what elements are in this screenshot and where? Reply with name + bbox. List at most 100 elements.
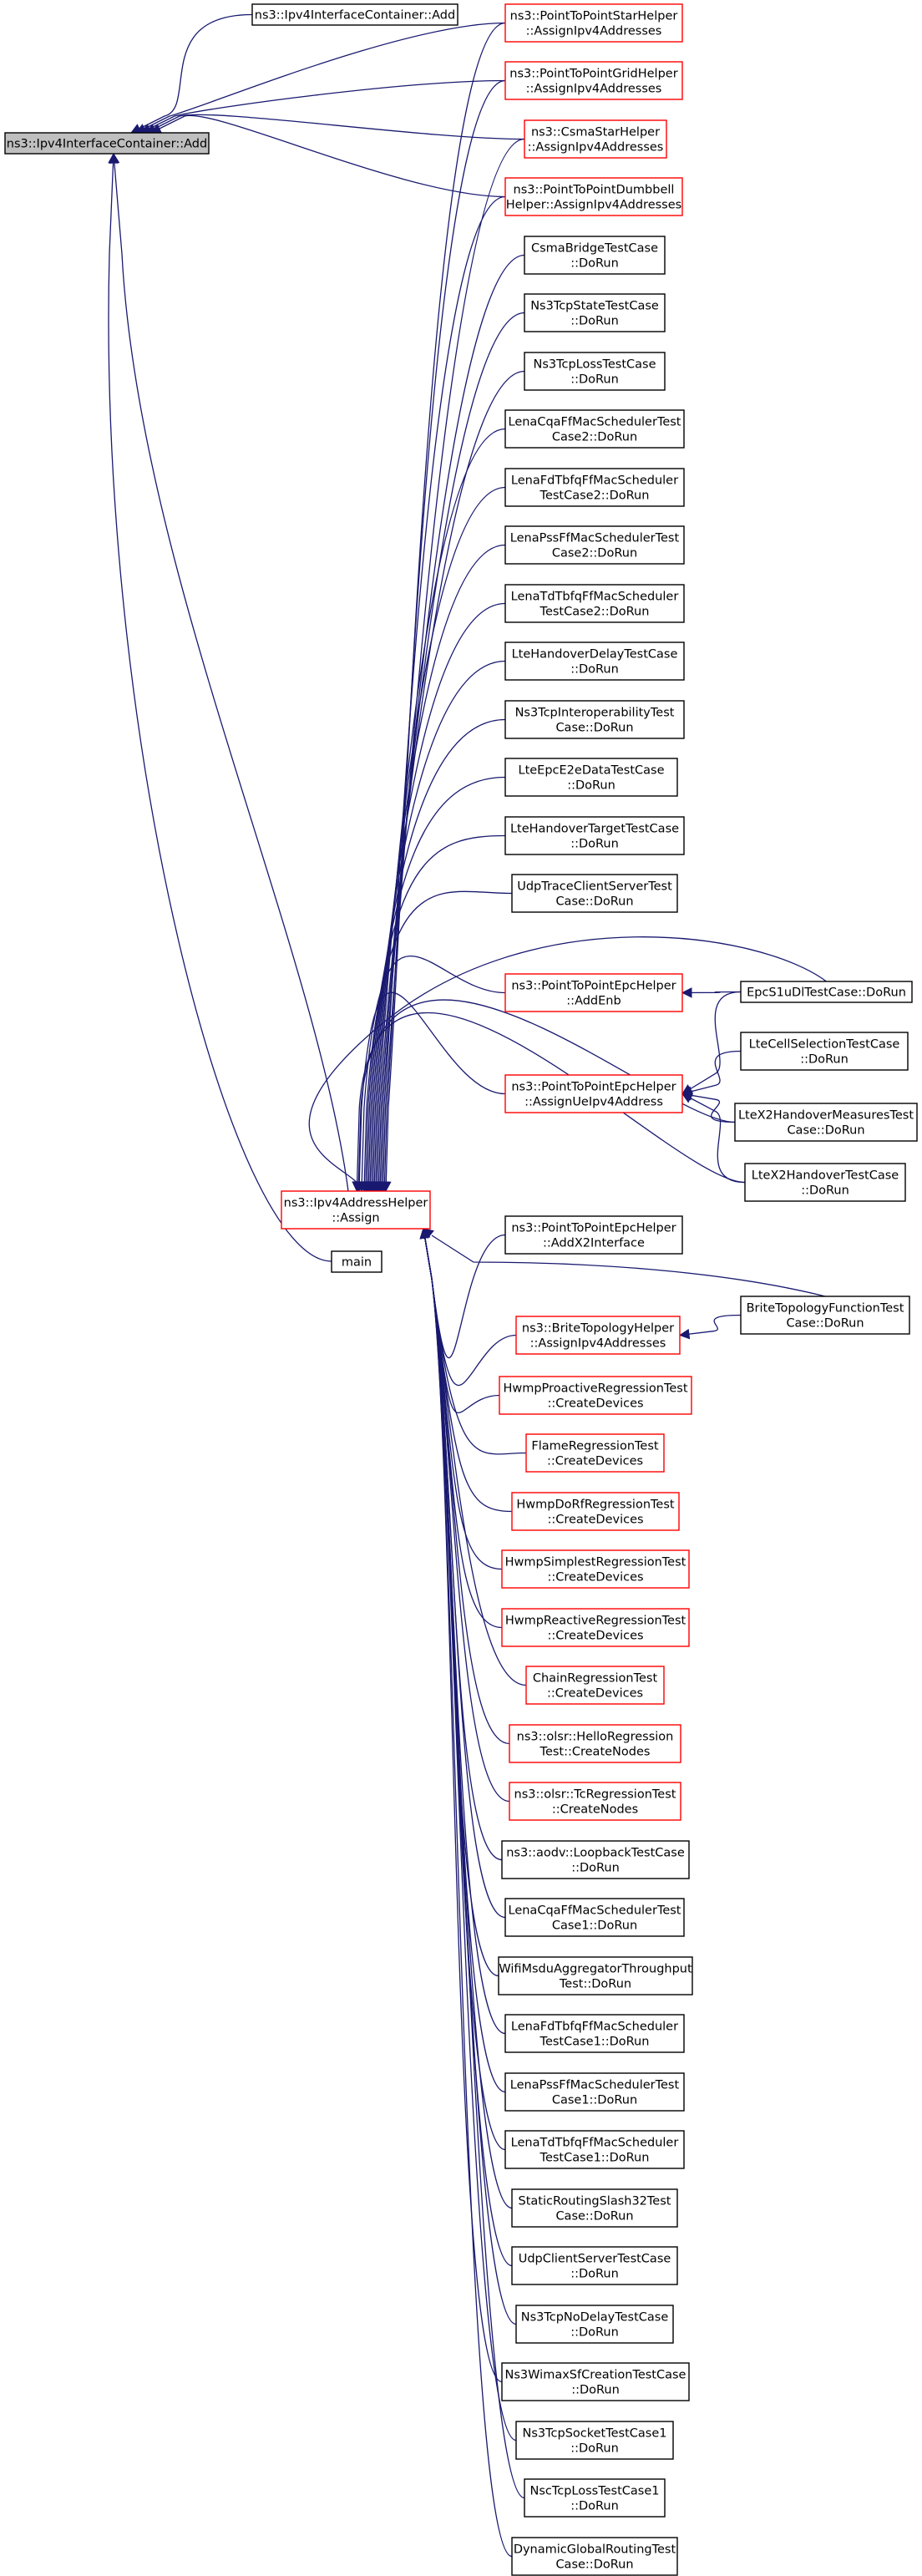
node-label: LteX2HandoverTestCase: [752, 1169, 899, 1183]
node-label: Case2::DoRun: [552, 431, 637, 444]
node-c01[interactable]: CsmaBridgeTestCase::DoRun: [524, 236, 666, 275]
node-addenb[interactable]: ns3::PointToPointEpcHelper::AddEnb: [504, 973, 683, 1012]
node-root[interactable]: ns3::Ipv4InterfaceContainer::Add: [4, 132, 210, 155]
node-label: HwmpProactiveRegressionTest: [503, 1382, 687, 1396]
node-label: Test::DoRun: [559, 1978, 631, 1991]
node-box: [501, 1549, 690, 1589]
node-assignue[interactable]: ns3::PointToPointEpcHelper::AssignUeIpv4…: [504, 1074, 683, 1113]
node-label: CsmaBridgeTestCase: [531, 242, 658, 256]
node-c08[interactable]: LteHandoverDelayTestCase::DoRun: [504, 641, 685, 681]
edge-b05-to-assign: [423, 1228, 503, 1629]
node-label: UdpTraceClientServerTest: [517, 880, 672, 894]
node-dumbbell[interactable]: ns3::PointToPointDumbbellHelper::AssignI…: [504, 177, 683, 216]
node-c02[interactable]: Ns3TcpStateTestCase::DoRun: [524, 293, 666, 332]
node-box: [504, 177, 683, 216]
node-b02[interactable]: FlameRegressionTest::CreateDevices: [525, 1433, 665, 1473]
node-label: LenaFdTbfqFfMacScheduler: [511, 474, 678, 488]
node-label: Ns3TcpInteroperabilityTest: [515, 707, 675, 720]
node-main[interactable]: main: [331, 1250, 382, 1273]
node-ltecell[interactable]: LteCellSelectionTestCase::DoRun: [740, 1032, 909, 1071]
edge-c04-to-assign: [375, 428, 506, 1192]
node-b08[interactable]: ns3::olsr::TcRegressionTest::CreateNodes: [509, 1782, 681, 1821]
node-label: Case::DoRun: [787, 1124, 864, 1138]
node-b01[interactable]: HwmpProactiveRegressionTest::CreateDevic…: [499, 1376, 692, 1415]
node-b09[interactable]: ns3::aodv::LoopbackTestCase::DoRun: [501, 1840, 690, 1879]
edge-c05-to-assign: [373, 486, 506, 1192]
node-label: ns3::olsr::TcRegressionTest: [514, 1788, 676, 1802]
edge-b14-to-assign: [423, 1228, 506, 2151]
node-label: Ns3TcpLossTestCase: [533, 358, 656, 372]
node-b17[interactable]: Ns3TcpNoDelayTestCase::DoRun: [515, 2305, 674, 2344]
node-label: ns3::Ipv4InterfaceContainer::Add: [255, 9, 455, 23]
node-c10[interactable]: LteEpcE2eDataTestCase::DoRun: [504, 758, 678, 797]
node-label: ns3::PointToPointEpcHelper: [511, 980, 676, 993]
node-csmastar[interactable]: ns3::CsmaStarHelper::AssignIpv4Addresses: [524, 119, 667, 159]
edge-csmastar-to-root: [145, 114, 525, 140]
node-c03[interactable]: Ns3TcpLossTestCase::DoRun: [524, 352, 666, 391]
node-p2pgrid[interactable]: ns3::PointToPointGridHelper::AssignIpv4A…: [504, 61, 683, 100]
edge-b12-to-assign: [423, 1228, 506, 2035]
node-b07[interactable]: ns3::olsr::HelloRegressionTest::CreateNo…: [509, 1724, 681, 1763]
node-b05[interactable]: HwmpReactiveRegressionTest::CreateDevice…: [501, 1608, 690, 1647]
node-label: LteHandoverDelayTestCase: [512, 648, 678, 662]
node-p2pstar[interactable]: ns3::PointToPointStarHelper::AssignIpv4A…: [504, 3, 683, 43]
node-label: TestCase1::DoRun: [540, 2036, 650, 2049]
node-label: DynamicGlobalRoutingTest: [514, 2543, 676, 2557]
node-label: LenaPssFfMacSchedulerTest: [510, 2079, 680, 2092]
node-label: ::AssignIpv4Addresses: [526, 25, 662, 38]
node-label: TestCase2::DoRun: [540, 489, 650, 503]
node-ltex2[interactable]: LteX2HandoverTestCase::DoRun: [744, 1163, 906, 1202]
node-label: Case2::DoRun: [552, 547, 637, 560]
node-assign[interactable]: ns3::Ipv4AddressHelper::Assign: [281, 1190, 431, 1230]
node-c11[interactable]: LteHandoverTargetTestCase::DoRun: [504, 816, 685, 855]
node-b19[interactable]: Ns3TcpSocketTestCase1::DoRun: [515, 2421, 674, 2460]
node-b06[interactable]: ChainRegressionTest::CreateDevices: [525, 1666, 665, 1705]
edge-p2pstar-to-root: [135, 22, 506, 134]
node-label: LenaPssFfMacSchedulerTest: [510, 532, 680, 545]
node-label: ::DoRun: [570, 257, 619, 271]
node-b03[interactable]: HwmpDoRfRegressionTest::CreateDevices: [511, 1492, 680, 1531]
node-brite[interactable]: ns3::BriteTopologyHelper::AssignIpv4Addr…: [515, 1316, 681, 1355]
node-label: main: [342, 1256, 372, 1270]
node-box: [504, 816, 685, 855]
node-label: HwmpDoRfRegressionTest: [516, 1498, 674, 1512]
node-b18[interactable]: Ns3WimaxSfCreationTestCase::DoRun: [501, 2362, 690, 2401]
node-box: [524, 2478, 666, 2518]
node-b20[interactable]: NscTcpLossTestCase1::DoRun: [524, 2478, 666, 2518]
node-label: EpcS1uDlTestCase::DoRun: [747, 986, 906, 1000]
node-b04[interactable]: HwmpSimplestRegressionTest::CreateDevice…: [501, 1549, 690, 1589]
node-box: [524, 236, 666, 275]
node-b16[interactable]: UdpClientServerTestCase::DoRun: [511, 2246, 678, 2285]
node-box: [504, 2130, 685, 2169]
node-label: LteHandoverTargetTestCase: [510, 823, 679, 836]
node-box: [504, 641, 685, 681]
node-box: [511, 1492, 680, 1531]
node-box: [740, 1296, 910, 1335]
node-box: [501, 1840, 690, 1879]
node-add2[interactable]: ns3::Ipv4InterfaceContainer::Add: [251, 3, 458, 26]
node-box: [525, 1433, 665, 1473]
node-label: ::CreateDevices: [547, 1514, 643, 1527]
node-addx2[interactable]: ns3::PointToPointEpcHelper::AddX2Interfa…: [504, 1215, 683, 1255]
node-label: ns3::PointToPointGridHelper: [509, 68, 677, 81]
node-epcs1u[interactable]: EpcS1uDlTestCase::DoRun: [740, 981, 913, 1003]
node-box: [504, 409, 685, 449]
node-box: [499, 1376, 692, 1415]
node-label: ns3::aodv::LoopbackTestCase: [506, 1847, 685, 1860]
